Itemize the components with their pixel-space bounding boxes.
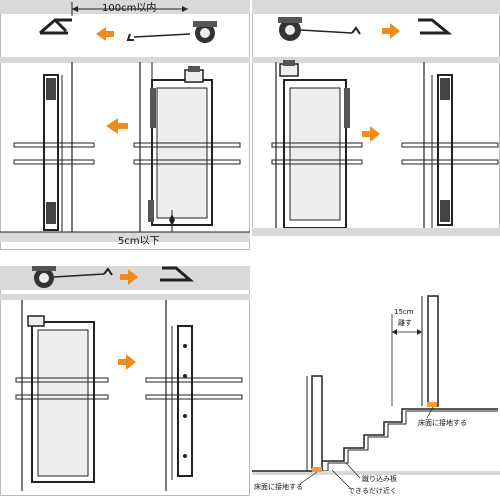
floor-contact-bottom-label: 床面に接地する (254, 483, 303, 491)
floor-contact-top-label: 床面に接地する (418, 419, 467, 427)
panel-bottom-right: 15cm 離す 床面に接地する 床面に接地する 蹴り込み板 できるだけ近く (252, 266, 500, 497)
distance-dimension-icon (71, 2, 188, 16)
bracket-hook-icon (418, 18, 453, 35)
panel-bottom-left-drawing (0, 266, 250, 496)
riser-label: 蹴り込み板 (362, 475, 397, 483)
distance-label: 100cm以内 (102, 3, 157, 14)
gate-side-view (431, 74, 453, 228)
gate-front-view (27, 315, 95, 483)
orange-arrow-right-icon (120, 269, 138, 285)
gate-front-view (279, 60, 350, 229)
bracket-hook-icon (39, 18, 72, 35)
orange-arrow-left-icon (96, 27, 114, 41)
gate-side-view (171, 325, 193, 480)
gate-front-view (148, 66, 213, 226)
bracket-hook-icon (160, 266, 195, 282)
strap-reel-icon (126, 21, 217, 43)
orange-arrow-right-icon (362, 126, 380, 142)
gate-side-view-upper (421, 295, 439, 407)
strap-reel-icon (32, 266, 113, 288)
panel-top-left: 100cm以内 5cm以下 (0, 0, 250, 250)
gap-label: 5cm以下 (118, 236, 160, 247)
strap-reel-icon (278, 17, 361, 41)
offset-label-unit: 離す (398, 319, 412, 327)
panel-bottom-left (0, 266, 250, 497)
panel-top-left-drawing (0, 0, 250, 250)
staircase (252, 408, 500, 475)
gate-side-view-lower (306, 375, 323, 472)
closer-label: できるだけ近く (348, 487, 397, 495)
orange-arrow-right-icon (118, 354, 136, 370)
panel-top-right-drawing (252, 0, 500, 236)
panel-top-right (252, 0, 500, 250)
panel-bottom-right-drawing (252, 295, 500, 489)
gate-side-view (43, 74, 63, 232)
offset-label-value: 15cm (394, 308, 414, 316)
orange-arrow-right-icon (382, 23, 400, 39)
orange-arrow-left-icon (106, 118, 128, 134)
